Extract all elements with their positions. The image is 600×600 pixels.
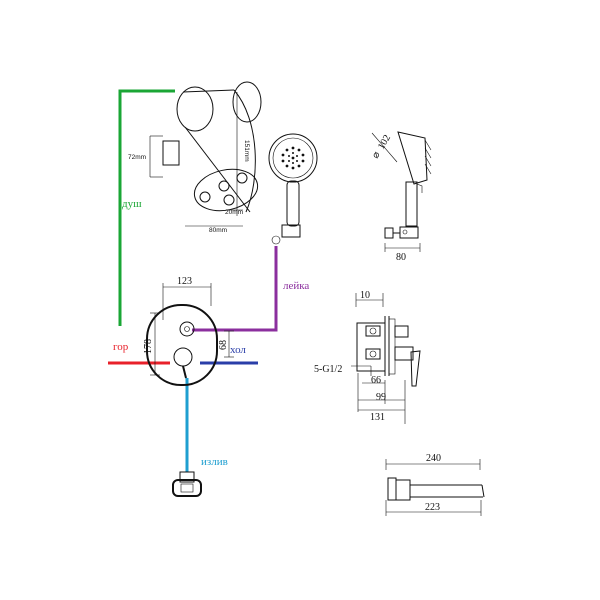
hand-shower-side-drawing [371, 131, 432, 252]
label-cold: хол [230, 344, 246, 356]
dim-plate-width: 123 [177, 276, 192, 287]
shower-pipe-line [118, 89, 175, 326]
dim-hand-diameter: 102 [376, 133, 393, 151]
dim-head-side: 72mm [128, 154, 146, 161]
spout-side-drawing [385, 459, 485, 516]
dim-head-height: 151mm [243, 140, 250, 162]
dim-plate-height: 178 [143, 339, 154, 354]
hand-shower-front-drawing [268, 133, 318, 245]
spout-outlet-drawing [172, 471, 202, 497]
dim-side-99: 99 [376, 392, 386, 403]
mixer-side-section [351, 293, 421, 424]
shower-head-drawing [149, 81, 262, 227]
dim-spout-total: 240 [426, 453, 441, 464]
dim-side-131: 131 [370, 412, 385, 423]
dim-side-top: 10 [360, 290, 370, 301]
dim-hand-diameter-symbol: ⌀ [370, 150, 383, 161]
dim-side-66: 66 [371, 375, 381, 386]
mixer-plate-front [146, 283, 234, 386]
label-handshower: лейка [283, 280, 309, 292]
dim-valve-spacing: 68 [218, 340, 229, 350]
dim-head-width: 80mm [209, 227, 227, 234]
handshower-pipe-line [192, 246, 278, 332]
label-hot: гор [113, 341, 129, 353]
label-spout: излив [201, 456, 228, 468]
dim-spout-reach: 223 [425, 502, 440, 513]
dim-hand-depth: 80 [396, 252, 406, 263]
nozzle-dots [281, 146, 305, 170]
dim-head-small: 20mm [225, 209, 243, 216]
dim-thread: 5-G1/2 [314, 364, 342, 375]
label-shower: душ [122, 198, 142, 210]
